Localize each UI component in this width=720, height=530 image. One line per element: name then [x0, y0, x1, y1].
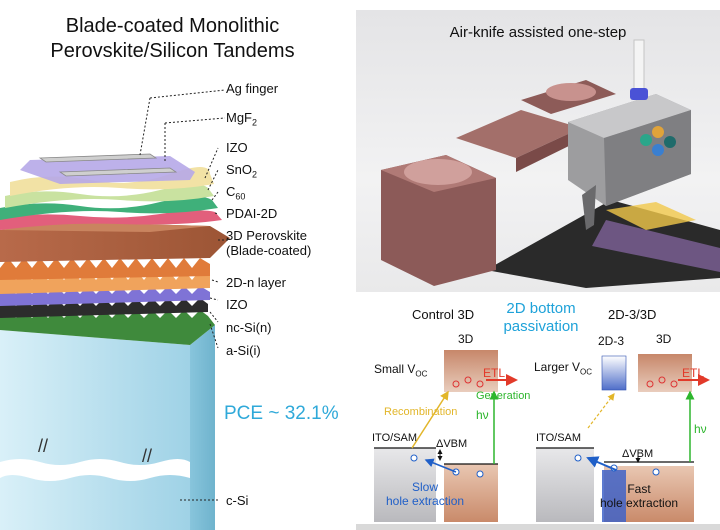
- air-knife-illustration: [381, 39, 720, 288]
- passivated-voc-label: Larger VOC: [534, 360, 593, 377]
- c-si-side: [190, 325, 215, 530]
- layer-label-nc-si: nc-Si(n): [226, 320, 272, 335]
- control-hv-label: hν: [476, 408, 489, 422]
- control-etl-label: ETL: [483, 366, 506, 380]
- control-delta-vbm: ΔVBM: [436, 438, 468, 450]
- pdai-2d-layer: [0, 210, 222, 230]
- ag-finger-2: [58, 167, 178, 177]
- left-block: [381, 155, 496, 286]
- layer-label-ag-finger: Ag finger: [226, 81, 279, 96]
- control-3d-label: 3D: [458, 332, 474, 346]
- control-title: Control 3D: [412, 307, 475, 322]
- izo-top-layer: [10, 167, 214, 196]
- control-extraction-arrow: [424, 458, 457, 473]
- passivation-title: 2D bottom passivation: [486, 300, 596, 336]
- break-mark-left: //: [38, 436, 48, 456]
- passivated-2d-label: 2D-3: [598, 334, 625, 348]
- passivated-extraction-arrow: [586, 456, 617, 471]
- passivated-ito-label: ITO/SAM: [536, 432, 582, 444]
- layer-label-izo-top: IZO: [226, 140, 248, 155]
- passivation-title-line2: passivation: [503, 318, 579, 335]
- band-diagram: [356, 350, 720, 530]
- c60-layer: [0, 196, 218, 220]
- left-title: Blade-coated Monolithic Perovskite/Silic…: [0, 14, 345, 64]
- control-extraction-label: Slow hole extraction: [386, 480, 465, 508]
- pce-value: PCE ~ 32.1%: [224, 403, 339, 424]
- sno2-layer: [5, 184, 214, 208]
- control-ito-label: ITO/SAM: [372, 432, 418, 444]
- control-recombination-arrow: [411, 390, 449, 449]
- ag-finger-1: [38, 153, 158, 163]
- control-voc-label: Small VOC: [374, 362, 428, 379]
- passivated-blocked-arrow: [587, 393, 615, 429]
- nozzle-ring: [630, 88, 648, 100]
- passivated-etl-label: ETL: [682, 366, 705, 380]
- layer-label-izo-bottom: IZO: [226, 297, 248, 312]
- break-mark-right: //: [142, 446, 152, 466]
- passivation-title-line1: 2D bottom: [506, 300, 576, 317]
- layer-label-c-si: c-Si: [226, 493, 249, 508]
- passivated-extraction-label: Fast hole extraction: [600, 482, 679, 510]
- layer-label-c60: C60: [226, 184, 246, 202]
- layer-label-2d-n: 2D-n layer: [226, 275, 286, 290]
- layer-label-mgf2: MgF2: [226, 110, 258, 128]
- layer-label-sno2: SnO2: [226, 162, 258, 180]
- control-recombination-label: Recombination: [384, 406, 458, 418]
- bridge-bar: [456, 110, 581, 158]
- layer-label-3d-perovskite: 3D Perovskite (Blade-coated): [226, 228, 312, 258]
- layer-label-pdai-2d: PDAI-2D: [226, 206, 278, 221]
- passivated-title: 2D-3/3D: [608, 307, 657, 322]
- passivated-3d-label: 3D: [656, 332, 672, 346]
- layer-label-a-si: a-Si(i): [226, 343, 261, 358]
- c-si-front: [0, 330, 190, 530]
- passivated-ito: [536, 448, 594, 522]
- control-generation-label: Generation: [476, 390, 531, 402]
- left-title-line1: Blade-coated Monolithic: [65, 15, 280, 37]
- left-title-line2: Perovskite/Silicon Tandems: [50, 40, 295, 62]
- a-si-layer: [0, 310, 215, 345]
- perovskite-layer: [0, 222, 230, 262]
- passivated-hv-label: hν: [694, 422, 707, 436]
- passivated-2d-band: [601, 355, 627, 391]
- air-knife-title: Air-knife assisted one-step: [449, 24, 627, 41]
- air-knife-panel: Air-knife assisted one-step: [356, 10, 720, 292]
- tandem-stack-illustration: // //: [0, 89, 230, 530]
- passivated-delta-vbm: ΔVBM: [622, 448, 654, 460]
